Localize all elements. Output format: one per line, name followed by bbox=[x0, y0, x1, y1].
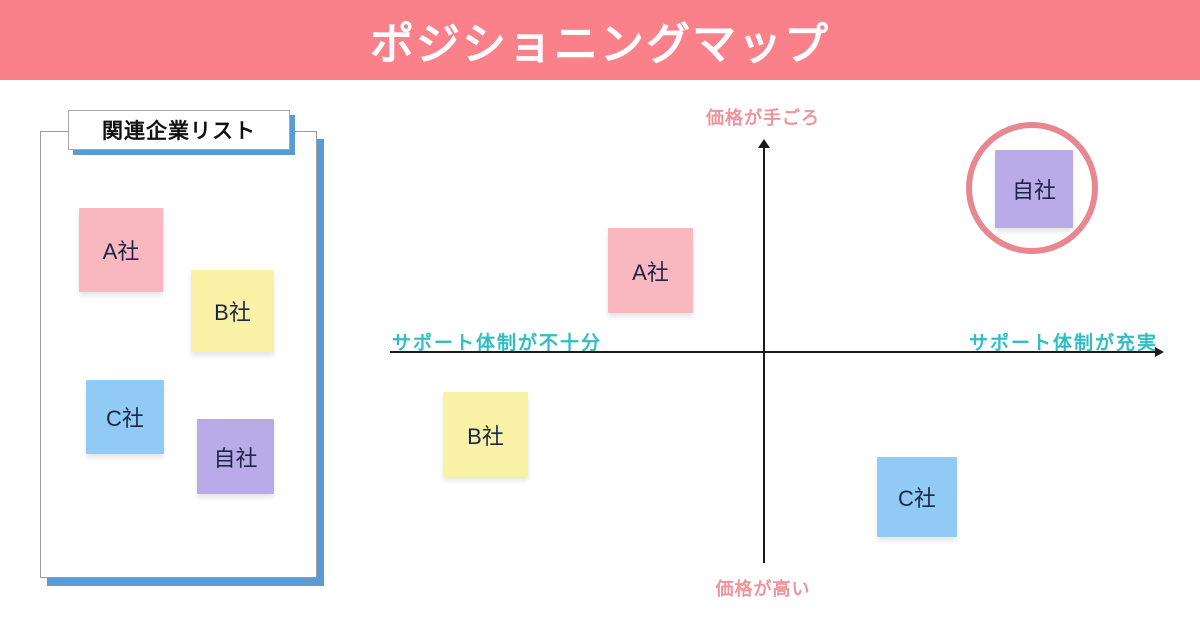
list-note-own-company: 自社 bbox=[197, 419, 274, 494]
axis-label-bottom: 価格が高い bbox=[715, 579, 811, 599]
horizontal-axis-arrowhead-icon bbox=[1155, 347, 1164, 357]
own-company-highlight-circle bbox=[966, 122, 1098, 254]
map-note-company-c: C社 bbox=[877, 457, 957, 537]
vertical-axis-line bbox=[763, 147, 765, 563]
map-note-company-b: B社 bbox=[443, 392, 528, 477]
axis-label-top: 価格が手ごろ bbox=[706, 108, 820, 128]
vertical-axis-arrowhead-icon bbox=[758, 139, 770, 148]
map-note-company-a: A社 bbox=[608, 228, 693, 313]
header-banner: ポジショニングマップ bbox=[0, 0, 1200, 80]
company-list-title-box: 関連企業リスト bbox=[68, 110, 290, 150]
horizontal-axis-line bbox=[390, 351, 1156, 353]
list-note-company-a: A社 bbox=[79, 208, 163, 292]
company-list-panel bbox=[40, 131, 317, 578]
page-title: ポジショニングマップ bbox=[370, 20, 830, 69]
axis-label-left: サポート体制が不十分 bbox=[392, 333, 603, 354]
list-note-company-c: C社 bbox=[86, 380, 164, 454]
list-note-company-b: B社 bbox=[191, 270, 274, 352]
axis-label-right: サポート体制が充実 bbox=[968, 333, 1158, 354]
company-list-title: 関連企業リスト bbox=[102, 120, 256, 143]
map-note-own-company: 自社 bbox=[995, 150, 1073, 228]
